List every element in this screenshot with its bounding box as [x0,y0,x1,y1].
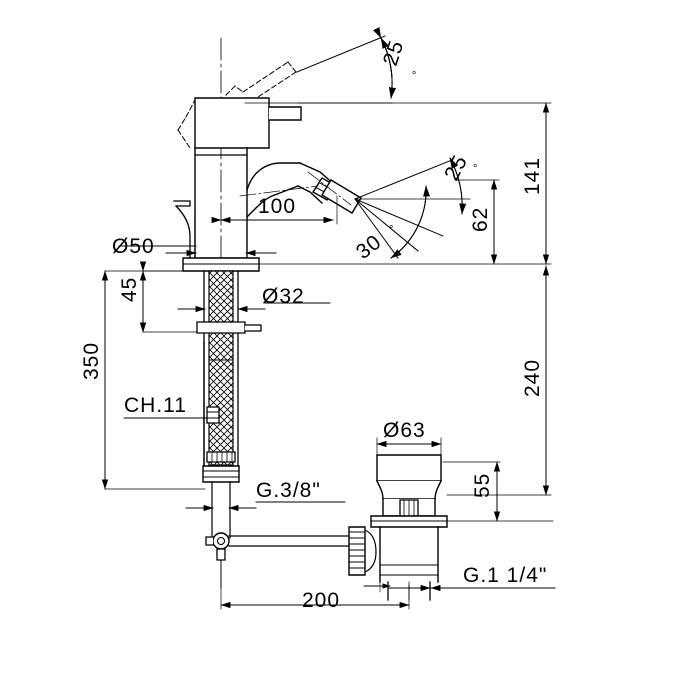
angle-spray-25 [354,157,471,215]
angle-labels: 25 ° 25 ° 30 ° [352,37,477,264]
popup-waste-assembly [348,454,448,601]
dimension-200 [220,559,410,610]
angle-spray-30 [354,185,444,259]
label-supply-thread: G.3/8" [256,479,321,502]
dimension-waste-flange [376,437,442,457]
dimension-350 [101,270,206,490]
label-angle-spray-upper: 25 [440,151,472,184]
label-200: 200 [302,589,340,612]
spout [239,162,362,218]
dimension-shank-diameter [177,302,331,313]
handle-lever-alternate-positions [177,61,297,149]
popup-linkage-rod [205,532,350,589]
label-141: 141 [521,157,544,195]
dimension-labels: 100 Ø50 Ø32 45 350 CH.11 G.3/8" Ø63 55 G… [80,157,547,612]
label-350: 350 [80,342,103,380]
popup-lift-rod [173,200,196,259]
angle-handle-25 [296,27,396,104]
dimension-body-diameter [118,239,277,259]
label-240: 240 [521,359,544,397]
dimension-spout-reach [211,195,338,225]
label-55: 55 [471,473,494,498]
dimension-62 [454,179,500,265]
label-angle-spray-lower-degree: ° [389,224,393,236]
handle-lever [194,97,302,149]
dimension-supply-thread [185,481,346,513]
label-angle-spray-upper-degree: ° [473,163,477,175]
mixer-body [182,147,260,272]
dimension-141 [244,102,552,265]
label-waste-flange-diameter: Ø63 [383,419,426,442]
dimension-45 [139,261,198,333]
dimension-240 [446,265,552,496]
label-ch11: CH.11 [124,394,187,417]
label-angle-handle-degree: ° [412,70,416,82]
label-waste-thread: G.1 1/4" [463,564,547,587]
label-body-diameter: Ø50 [112,235,155,258]
dimension-55 [442,461,554,522]
label-shank-diameter: Ø32 [262,285,305,308]
label-62: 62 [469,207,492,232]
label-spout-reach: 100 [258,195,296,218]
flexible-hose-shank [196,270,262,539]
label-45: 45 [118,277,141,302]
